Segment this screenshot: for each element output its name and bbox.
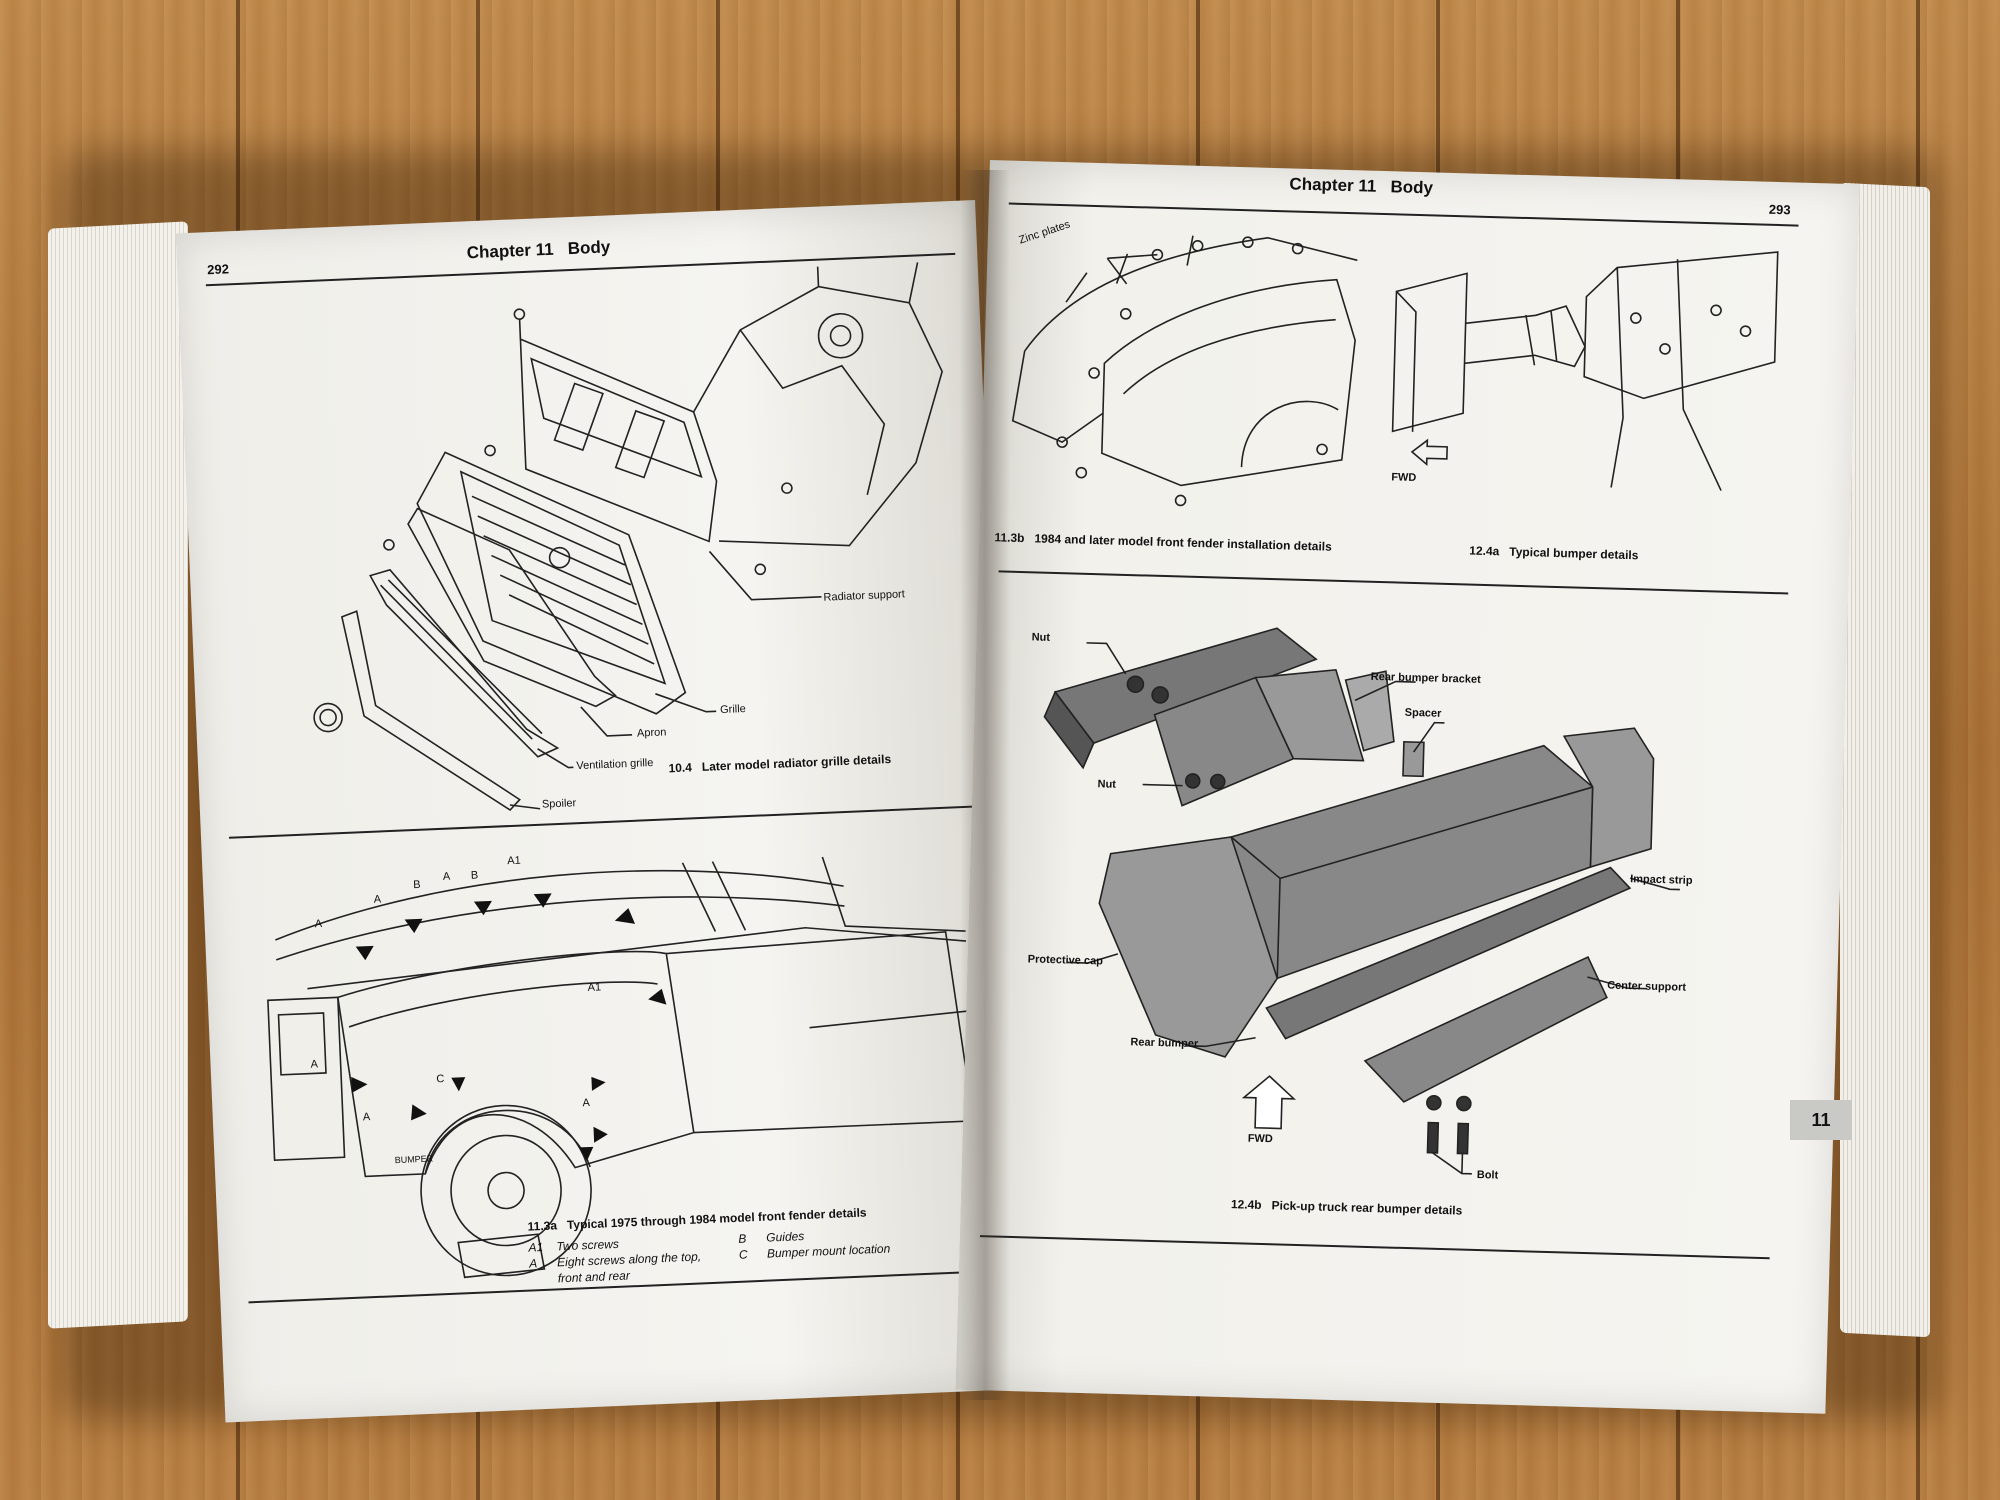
- label-bolt: Bolt: [1476, 1168, 1499, 1182]
- radiator-grille-diagram: [313, 262, 944, 812]
- front-fender-diagram: [267, 856, 975, 1279]
- callout-b-1: B: [412, 878, 421, 892]
- right-page: Chapter 11 Body 293 Zinc plates 11.3b 19…: [955, 160, 1860, 1414]
- label-rear-bumper: Rear bumper: [1130, 1036, 1199, 1051]
- caption-fig-12-4a: 12.4a Typical bumper details: [1469, 543, 1639, 563]
- label-fwd-12-4a: FWD: [1391, 471, 1417, 485]
- callout-a1-mid: A1: [587, 981, 602, 994]
- label-ventilation-grille: Ventilation grille: [576, 756, 654, 773]
- caption-fig-10-4: 10.4 Later model radiator grille details: [668, 752, 892, 776]
- callout-a-4: A: [310, 1058, 319, 1071]
- callout-b-2: B: [470, 869, 479, 882]
- chapter-header-left: Chapter 11 Body: [466, 237, 611, 263]
- chapter-header-right: Chapter 11 Body: [1289, 174, 1434, 198]
- label-impact-strip: Impact strip: [1630, 873, 1693, 887]
- label-fwd-12-4b: FWD: [1247, 1132, 1273, 1146]
- label-protective-cap: Protective cap: [1027, 953, 1104, 968]
- page-number-right: 293: [1768, 201, 1791, 218]
- footer-rule-right: [979, 1235, 1770, 1260]
- callout-a-1: A: [314, 917, 323, 931]
- label-nut-top: Nut: [1031, 631, 1051, 644]
- left-page: 292 Chapter 11 Body: [175, 200, 1025, 1423]
- label-spoiler: Spoiler: [541, 797, 577, 811]
- callout-bumper: BUMPER: [394, 1153, 434, 1166]
- section-rule-right: [998, 570, 1789, 595]
- pickup-rear-bumper-diagram: [1043, 627, 1680, 1175]
- callout-a-6: A: [582, 1096, 591, 1110]
- page-number-left: 292: [206, 261, 230, 278]
- book-gutter: [960, 170, 1010, 1400]
- label-center-support: Center support: [1607, 979, 1687, 994]
- callout-c: C: [436, 1072, 445, 1086]
- caption-fig-12-4b: 12.4b Pick-up truck rear bumper details: [1230, 1197, 1463, 1218]
- callout-a-5: A: [362, 1111, 371, 1124]
- left-page-stack: [48, 221, 188, 1329]
- fender-installation-diagram: [1011, 235, 1358, 507]
- label-nut-mid: Nut: [1097, 778, 1117, 791]
- caption-fig-11-3b: 11.3b 1984 and later model front fender …: [994, 530, 1332, 554]
- callout-a1-top: A1: [507, 854, 521, 868]
- chapter-tab: 11: [1790, 1100, 1852, 1140]
- callout-a-2: A: [373, 893, 382, 906]
- label-spacer: Spacer: [1404, 706, 1442, 720]
- label-apron: Apron: [636, 726, 667, 740]
- typical-bumper-diagram: [1391, 251, 1779, 491]
- label-grille: Grille: [719, 703, 747, 717]
- callout-a-3: A: [442, 870, 451, 883]
